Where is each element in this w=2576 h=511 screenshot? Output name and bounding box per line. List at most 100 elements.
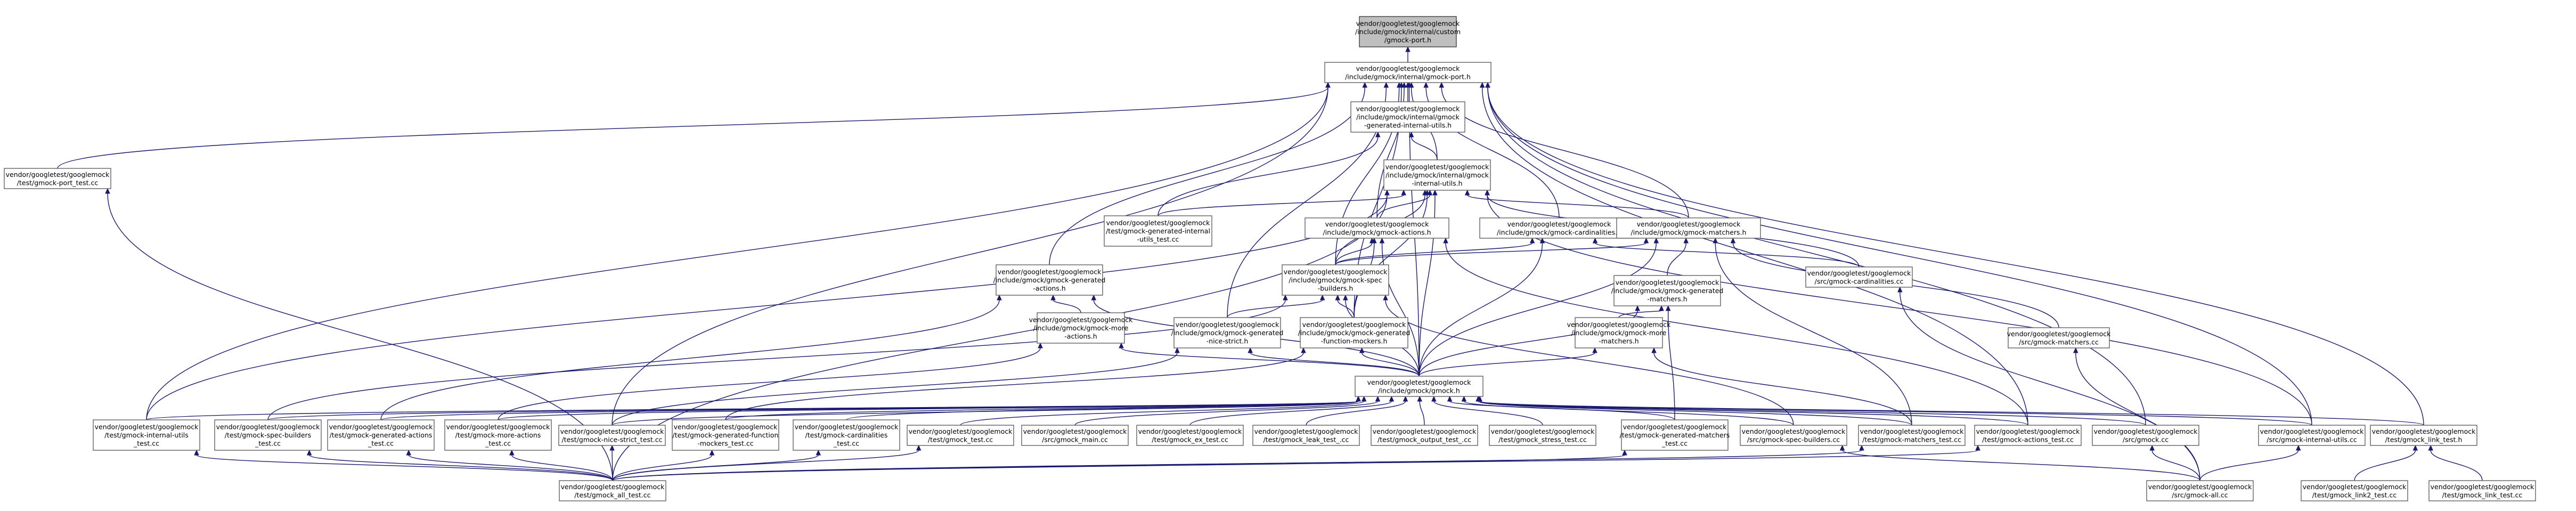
- file-node-t-stress[interactable]: vendor/googletest/googlemock/test/gmock_…: [1489, 425, 1596, 446]
- dependency-edge: [1227, 294, 1325, 318]
- file-node-matchers-h[interactable]: vendor/googletest/googlemock/include/gmo…: [1616, 217, 1761, 239]
- file-node-more-matchers-h[interactable]: vendor/googletest/googlemock/include/gmo…: [1567, 317, 1672, 348]
- file-node-gen-actions-h[interactable]: vendor/googletest/googlemock/include/gmo…: [993, 264, 1106, 296]
- file-node-s-spec-builders[interactable]: vendor/googletest/googlemock/src/gmock-s…: [1740, 425, 1847, 446]
- node-label-line: /test/gmock-internal-utils: [104, 431, 189, 439]
- file-node-matchers-cc[interactable]: vendor/googletest/googlemock/src/gmock-m…: [2007, 327, 2112, 348]
- node-label-line: _test.cc: [833, 440, 859, 448]
- node-label-line: vendor/googletest/googlemock: [1742, 427, 1846, 435]
- edge-line: [498, 401, 1359, 420]
- dependency-edge: [1897, 286, 2200, 481]
- node-box: [2428, 480, 2536, 501]
- node-label-line: /include/gmock/internal/gmock: [1356, 113, 1460, 121]
- edge-line: [960, 401, 1365, 426]
- node-label-line: -mockers_test.cc: [697, 440, 753, 448]
- node-box: [1621, 419, 1729, 451]
- edge-line: [1419, 242, 1657, 377]
- dependency-edge: [1157, 131, 1381, 216]
- node-label-line: /test/gmock_link2_test.cc: [2312, 491, 2397, 499]
- edge-arrowhead: [916, 444, 922, 451]
- edge-line: [612, 450, 1862, 481]
- dependency-edge: [498, 342, 1043, 420]
- file-node-gmock-h[interactable]: vendor/googletest/googlemock/include/gmo…: [1355, 376, 1483, 397]
- node-label-line: _test.cc: [255, 440, 281, 448]
- edge-line: [267, 299, 1286, 420]
- edge-arrowhead: [1362, 82, 1368, 88]
- edge-arrowhead: [1447, 395, 1453, 402]
- file-node-gen-matchers-h[interactable]: vendor/googletest/googlemock/include/gmo…: [1611, 275, 1724, 306]
- file-node-gen-function-mockers-h[interactable]: vendor/googletest/googlemock/include/gmo…: [1298, 317, 1411, 348]
- file-node-t-ex[interactable]: vendor/googletest/googlemock/test/gmock_…: [1136, 425, 1244, 446]
- file-node-t-internal-utils[interactable]: vendor/googletest/googlemock/test/gmock-…: [93, 419, 200, 451]
- node-label-line: _test.cc: [133, 440, 159, 448]
- file-node-t-actions[interactable]: vendor/googletest/googlemock/test/gmock-…: [1974, 425, 2082, 446]
- file-node-s-gmock[interactable]: vendor/googletest/googlemock/src/gmock.c…: [2092, 425, 2199, 446]
- file-node-gmock-port[interactable]: vendor/googletest/googlemock/include/gmo…: [1324, 62, 1491, 83]
- file-node-internal-utils[interactable]: vendor/googletest/googlemock/include/gmo…: [1383, 159, 1491, 191]
- node-label-line: vendor/googletest/googlemock: [1302, 321, 1407, 329]
- edge-line: [1049, 87, 1365, 265]
- edge-arrowhead: [1859, 444, 1864, 451]
- file-node-t-gmock[interactable]: vendor/googletest/googlemock/test/gmock_…: [907, 425, 1014, 446]
- node-box: [1616, 217, 1761, 239]
- file-node-cardinalities-h[interactable]: vendor/googletest/googlemock/include/gmo…: [1479, 217, 1639, 239]
- node-label-line: vendor/googletest/googlemock: [2007, 330, 2112, 338]
- node-label-line: /test/gmock_leak_test_.cc: [1263, 435, 1349, 443]
- edge-arrowhead: [609, 444, 615, 451]
- node-box: [2092, 425, 2199, 446]
- file-node-s-all[interactable]: vendor/googletest/googlemock/src/gmock-a…: [2146, 480, 2254, 501]
- edge-line: [1419, 352, 1595, 377]
- file-node-t-spec-builders[interactable]: vendor/googletest/googlemock/test/gmock-…: [214, 419, 322, 451]
- file-node-s-internal-utils[interactable]: vendor/googletest/googlemock/src/gmock-i…: [2258, 425, 2366, 446]
- edge-line: [1306, 401, 1406, 426]
- file-node-t-link-test[interactable]: vendor/googletest/googlemock/test/gmock_…: [2428, 480, 2536, 501]
- file-node-t-more-actions[interactable]: vendor/googletest/googlemock/test/gmock-…: [444, 419, 552, 451]
- file-node-t-all[interactable]: vendor/googletest/googlemock/test/gmock_…: [559, 480, 666, 501]
- node-label-line: vendor/googletest/googlemock: [1023, 427, 1128, 435]
- node-box: [1974, 425, 2082, 446]
- dependency-edge: [1485, 82, 2312, 426]
- file-node-port-test[interactable]: vendor/googletest/googlemock/test/gmock-…: [4, 168, 111, 189]
- node-label-line: /test/gmock-generated-internal: [1106, 227, 1210, 235]
- file-node-actions-h[interactable]: vendor/googletest/googlemock/include/gmo…: [1305, 217, 1449, 239]
- node-label-line: /include/gmock/gmock-generated: [1171, 329, 1284, 337]
- edge-arrowhead: [1335, 294, 1340, 301]
- file-node-t-nice-strict[interactable]: vendor/googletest/googlemock/test/gmock-…: [558, 425, 666, 446]
- file-node-spec-builders-h[interactable]: vendor/googletest/googlemock/include/gmo…: [1282, 264, 1389, 296]
- file-node-t-output[interactable]: vendor/googletest/googlemock/test/gmock_…: [1371, 425, 1478, 446]
- edge-line: [1594, 242, 1860, 267]
- edge-arrowhead: [1461, 395, 1467, 402]
- file-node-gen-internal-utils[interactable]: vendor/googletest/googlemock/include/gmo…: [1350, 101, 1465, 133]
- file-node-gen-nice-strict-h[interactable]: vendor/googletest/googlemock/include/gmo…: [1171, 317, 1284, 348]
- file-node-t-gen-function-mockers[interactable]: vendor/googletest/googlemock/test/gmock-…: [672, 419, 779, 451]
- node-box: [558, 425, 666, 446]
- file-node-t-matchers[interactable]: vendor/googletest/googlemock/test/gmock-…: [1858, 425, 1966, 446]
- node-label-line: /include/gmock/gmock-more: [1033, 324, 1129, 332]
- file-node-t-leak[interactable]: vendor/googletest/googlemock/test/gmock_…: [1252, 425, 1360, 446]
- file-node-port-internal[interactable]: vendor/googletest/googlemock/include/gmo…: [1355, 16, 1461, 47]
- file-node-gen-internal-utils-test[interactable]: vendor/googletest/googlemock/test/gmock-…: [1104, 215, 1212, 247]
- file-node-t-gen-matchers[interactable]: vendor/googletest/googlemock/test/gmock-…: [1620, 419, 1730, 451]
- dependency-edge: [2073, 347, 2200, 481]
- edge-line: [1335, 242, 1373, 265]
- edge-line: [146, 401, 1359, 420]
- node-label-line: /test/gmock_test.cc: [928, 435, 993, 443]
- file-node-t-gen-actions[interactable]: vendor/googletest/googlemock/test/gmock-…: [327, 419, 435, 451]
- file-node-more-actions-h[interactable]: vendor/googletest/googlemock/include/gmo…: [1029, 312, 1134, 344]
- node-label-line: /include/gmock/gmock-generated: [993, 276, 1106, 284]
- edge-line: [1481, 87, 2028, 426]
- edge-arrowhead: [1665, 305, 1671, 311]
- dependency-edge: [380, 294, 1002, 420]
- dependency-edge: [1665, 305, 1675, 420]
- file-node-s-gmock-main[interactable]: vendor/googletest/googlemock/src/gmock_m…: [1021, 425, 1129, 446]
- file-node-t-link2[interactable]: vendor/googletest/googlemock/test/gmock_…: [2301, 480, 2408, 501]
- dependency-edge: [1408, 131, 1438, 160]
- edge-line: [511, 455, 613, 481]
- node-label-line: vendor/googletest/googlemock: [1356, 64, 1461, 72]
- edge-arrowhead: [1592, 347, 1597, 353]
- edge-arrowhead: [1405, 46, 1411, 52]
- file-node-cardinalities-cc[interactable]: vendor/googletest/googlemock/src/gmock-c…: [1805, 266, 1913, 288]
- file-node-t-link[interactable]: vendor/googletest/googlemock/test/gmock_…: [2370, 425, 2477, 446]
- file-node-t-cardinalities[interactable]: vendor/googletest/googlemock/test/gmock-…: [793, 419, 900, 451]
- node-label-line: vendor/googletest/googlemock: [1623, 423, 1727, 431]
